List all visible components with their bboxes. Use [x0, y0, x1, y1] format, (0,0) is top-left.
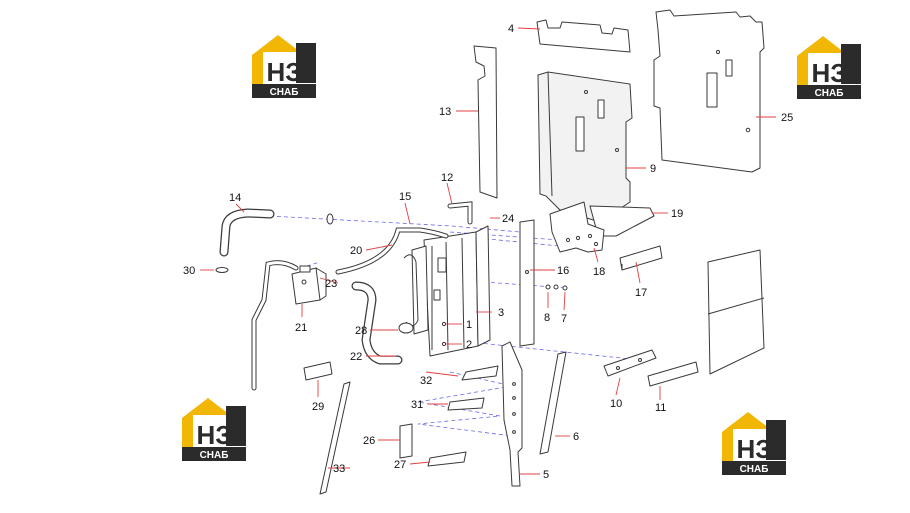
callout-5: 5 [543, 469, 549, 481]
callout-23: 23 [325, 278, 337, 290]
part-6-strip [539, 351, 567, 455]
logo-text: СНАБ [815, 88, 844, 99]
part-3-radiator [403, 225, 491, 357]
callout-26: 26 [363, 435, 375, 447]
callout-13: 13 [439, 106, 451, 118]
part-right-folded-panel [707, 249, 765, 375]
callout-25: 25 [781, 112, 793, 124]
logo-bottom-right: НЗ СНАБ [722, 412, 786, 475]
part-1-2-studs [441, 321, 447, 347]
callout-6: 6 [573, 431, 579, 443]
callout-4: 4 [508, 23, 514, 35]
part-31-pad [447, 397, 485, 411]
callout-15: 15 [399, 191, 411, 203]
logo-bottom-left: НЗ СНАБ [182, 398, 246, 461]
part-28-clamp [398, 322, 414, 334]
callout-19: 19 [671, 208, 683, 220]
callout-28: 28 [355, 325, 367, 337]
part-33-strip [319, 381, 351, 495]
callout-17: 17 [635, 287, 647, 299]
leader-lines [200, 27, 776, 475]
part-20-small-hose [335, 227, 449, 275]
callout-24: 24 [502, 213, 514, 225]
logo-text: СНАБ [200, 450, 229, 461]
part-11-pad [647, 361, 699, 387]
part-18-mount-plate [549, 201, 605, 253]
part-21-expansion-tank [291, 265, 327, 305]
part-13-vertical-strip [473, 45, 498, 199]
callout-20: 20 [350, 245, 362, 257]
callout-12: 12 [441, 172, 453, 184]
part-9-rear-panel [537, 71, 633, 223]
part-27-pad [427, 451, 467, 467]
callout-1: 1 [466, 319, 472, 331]
part-16-side-strip [519, 219, 535, 347]
callout-9: 9 [650, 163, 656, 175]
part-26-block [399, 423, 413, 459]
callout-7: 7 [561, 313, 567, 325]
callout-11: 11 [655, 402, 666, 414]
callout-2: 2 [466, 339, 472, 351]
callout-14: 14 [229, 192, 241, 204]
callout-3: 3 [498, 307, 504, 319]
logo-text: СНАБ [740, 464, 769, 475]
part-14-upper-hose [219, 208, 275, 257]
callout-29: 29 [312, 401, 324, 413]
callout-27: 27 [394, 459, 406, 471]
part-22-lower-hose [351, 281, 403, 365]
callout-10: 10 [610, 398, 622, 410]
logo-mark: НЗ [266, 57, 301, 87]
callout-31: 31 [411, 399, 423, 411]
part-17-pad [619, 245, 663, 271]
part-5-lower-frame [501, 341, 523, 487]
part-29-pad [303, 361, 333, 381]
part-32-bottom-pad [461, 365, 499, 381]
callout-22: 22 [350, 351, 362, 363]
callout-21: 21 [295, 322, 307, 334]
callout-30: 30 [183, 265, 195, 277]
callout-labels: 4 13 25 9 19 12 14 15 24 20 30 18 16 17 … [183, 23, 793, 481]
logo-mark: НЗ [736, 434, 771, 464]
part-overflow-hose [251, 260, 299, 391]
callout-16: 16 [557, 265, 569, 277]
part-12-pipe [447, 201, 473, 225]
logo-mark: НЗ [811, 58, 846, 88]
part-hose-clamp [326, 213, 334, 225]
callout-32: 32 [420, 375, 432, 387]
part-4-top-strip [536, 19, 631, 53]
logo-mark: НЗ [196, 420, 231, 450]
logo-text: СНАБ [270, 87, 299, 98]
callout-33: 33 [333, 463, 345, 475]
part-25-side-panel [653, 9, 765, 173]
part-30-clamp [215, 267, 229, 273]
logo-top-right: НЗ СНАБ [797, 36, 861, 99]
part-7-8-fasteners [545, 284, 568, 291]
callout-8: 8 [544, 312, 550, 324]
callout-18: 18 [593, 266, 605, 278]
part-10-bracket [603, 349, 657, 377]
logo-top-left: НЗ СНАБ [252, 35, 316, 98]
